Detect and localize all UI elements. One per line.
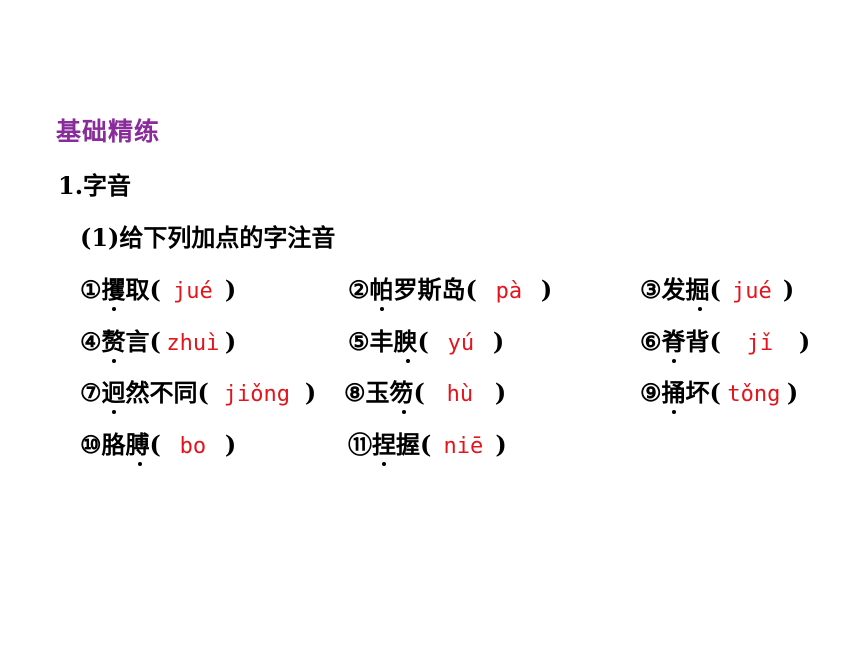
item-word: 丰腴 (370, 322, 418, 363)
answer-blank: niē (443, 434, 484, 459)
pinyin-item-3: ③ 发掘 ( jué ) (640, 270, 795, 311)
section-title: 基础精练 (56, 117, 161, 146)
close-paren: ) (798, 327, 811, 356)
item-number: ⑤ (348, 327, 370, 356)
open-paren: ( (417, 327, 429, 356)
answer-blank: jué (173, 279, 213, 304)
question-heading: 1.字音 (58, 171, 132, 200)
item-word: 帕罗斯岛 (370, 270, 466, 311)
answer-blank: yú (447, 331, 475, 356)
emphasis-dot (697, 307, 702, 311)
open-paren: ( (149, 327, 161, 356)
item-word: 发掘 (662, 270, 710, 311)
pinyin-item-2: ② 帕罗斯岛 ( pà ) (348, 270, 553, 311)
close-paren: ) (224, 327, 237, 356)
emphasis-dot (111, 410, 116, 414)
open-paren: ( (420, 430, 432, 459)
emphasis-dot (111, 359, 116, 363)
item-word: 捏握 (372, 425, 420, 466)
emphasis-dot (382, 462, 386, 466)
open-paren: ( (709, 378, 721, 407)
answer-blank: tǒng (727, 382, 781, 407)
emphasis-dot (405, 359, 410, 363)
item-number: ⑨ (640, 378, 662, 407)
pinyin-item-8: ⑧ 玉笏 ( hù ) (344, 373, 507, 414)
close-paren: ) (540, 275, 553, 304)
open-paren: ( (709, 275, 721, 304)
close-paren: ) (492, 327, 505, 356)
item-number: ① (80, 275, 102, 304)
emphasis-dot (671, 359, 676, 363)
close-paren: ) (494, 378, 507, 407)
open-paren: ( (149, 430, 161, 459)
emphasis-dot (111, 307, 116, 311)
answer-blank: jiǒng (223, 382, 290, 407)
item-number: ⑪ (348, 430, 372, 459)
item-word: 攫取 (102, 270, 150, 311)
item-number: ③ (640, 275, 662, 304)
pinyin-item-5: ⑤ 丰腴 ( yú ) (348, 322, 505, 363)
close-paren: ) (304, 378, 317, 407)
close-paren: ) (224, 430, 237, 459)
pinyin-item-1: ① 攫取 ( jué ) (80, 270, 237, 311)
answer-blank: jǐ (746, 331, 774, 356)
subquestion-heading: (1)给下列加点的字注音 (80, 223, 336, 252)
emphasis-dot (671, 410, 676, 414)
open-paren: ( (709, 327, 721, 356)
item-word: 迥然不同 (102, 373, 198, 414)
close-paren: ) (786, 378, 799, 407)
item-word: 玉笏 (366, 373, 414, 414)
answer-blank: pà (495, 279, 523, 304)
answer-blank: jué (732, 279, 772, 304)
close-paren: ) (495, 430, 507, 459)
item-number: ⑦ (80, 378, 102, 407)
item-number: ⑧ (344, 378, 366, 407)
close-paren: ) (224, 275, 237, 304)
open-paren: ( (197, 378, 209, 407)
answer-blank: hù (446, 382, 474, 407)
emphasis-dot (137, 462, 142, 466)
emphasis-dot (379, 307, 384, 311)
pinyin-item-11: ⑪ 捏握 ( niē ) (348, 425, 507, 466)
pinyin-item-4: ④ 赘言 ( zhuì ) (80, 322, 237, 363)
item-word: 捅坏 (662, 373, 710, 414)
close-paren: ) (782, 275, 795, 304)
item-word: 脊背 (662, 322, 710, 363)
open-paren: ( (149, 275, 161, 304)
item-number: ④ (80, 327, 102, 356)
pinyin-item-7: ⑦ 迥然不同 ( jiǒng ) (80, 373, 317, 414)
answer-blank: zhuì (166, 331, 220, 356)
open-paren: ( (465, 275, 477, 304)
item-word: 胳膊 (102, 425, 150, 466)
pinyin-item-10: ⑩ 胳膊 ( bo ) (80, 425, 237, 466)
emphasis-dot (401, 410, 406, 414)
pinyin-item-6: ⑥ 脊背 ( jǐ ) (640, 322, 811, 363)
item-number: ⑩ (80, 430, 102, 459)
pinyin-item-9: ⑨ 捅坏 ( tǒng ) (640, 373, 799, 414)
answer-blank: bo (179, 434, 207, 459)
item-number: ⑥ (640, 327, 662, 356)
item-word: 赘言 (102, 322, 150, 363)
item-number: ② (348, 275, 370, 304)
open-paren: ( (413, 378, 425, 407)
